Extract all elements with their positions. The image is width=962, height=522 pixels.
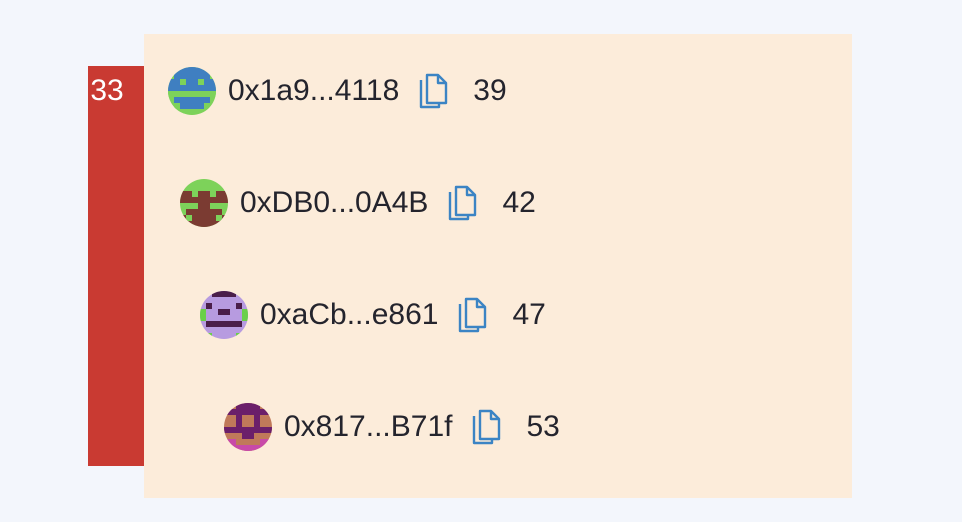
list-item: 0xDB0...0A4B 42 (180, 178, 536, 228)
list-item: 0x1a9...4118 39 (168, 66, 507, 116)
item-count: 39 (473, 74, 507, 107)
item-count: 47 (512, 298, 546, 331)
total-count: 33 (90, 74, 124, 107)
wallet-address: 0xDB0...0A4B (240, 186, 429, 219)
wallet-address: 0x1a9...4118 (228, 74, 400, 107)
wallet-address: 0xaCb...e861 (260, 298, 439, 331)
wallet-address: 0x817...B71f (284, 410, 453, 443)
item-count: 42 (502, 186, 536, 219)
item-count: 53 (526, 410, 560, 443)
copy-icon[interactable] (446, 184, 478, 222)
list-item: 0x817...B71f 53 (224, 402, 560, 452)
copy-icon[interactable] (456, 296, 488, 334)
copy-icon[interactable] (470, 408, 502, 446)
identicon-avatar (168, 67, 216, 115)
identicon-avatar (224, 403, 272, 451)
status-bar (88, 66, 144, 466)
list-item: 0xaCb...e861 47 (200, 290, 546, 340)
identicon-avatar (200, 291, 248, 339)
copy-icon[interactable] (417, 72, 449, 110)
identicon-avatar (180, 179, 228, 227)
